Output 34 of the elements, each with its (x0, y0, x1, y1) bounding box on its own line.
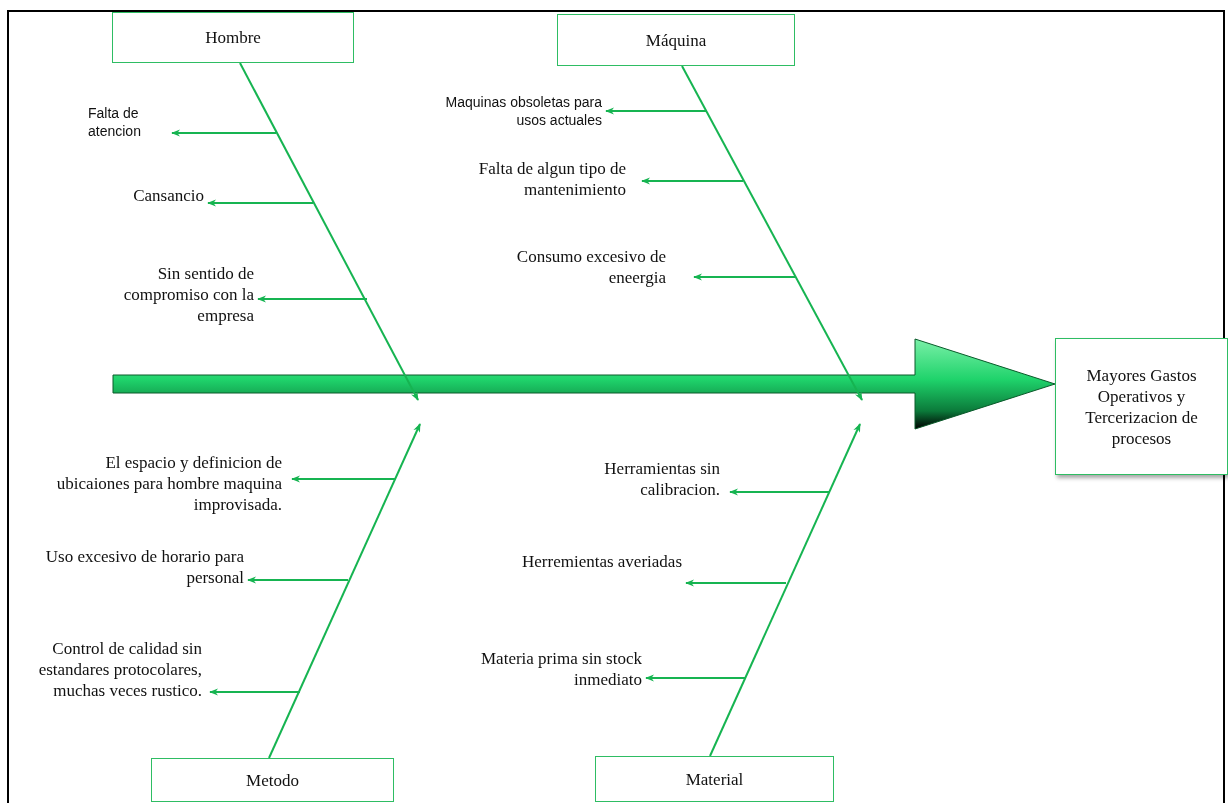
cause-text: Consumo excesivo de eneergia (500, 246, 694, 288)
cause-text: Herremientas averiadas (470, 551, 686, 572)
cause-text: Falta de algun tipo de mantenimiento (436, 158, 642, 200)
cause-text: Uso excesivo de horario para personal (30, 546, 248, 588)
arrow (257, 295, 368, 303)
arrow (641, 177, 744, 185)
arrow (291, 475, 396, 483)
arrow (605, 107, 707, 115)
category-box: Hombre (112, 12, 354, 63)
arrow (207, 199, 314, 207)
cause-text: Maquinas obsoletas para usos actuales (440, 93, 606, 129)
bone-arrow (239, 62, 419, 401)
arrow (645, 674, 746, 682)
arrow (247, 576, 349, 584)
bone-arrow (268, 423, 421, 759)
cause-text: Control de calidad sin estandares protocolares, muchas veces rustico. (8, 638, 210, 701)
cause-text: Materia prima sin stock inmediato (436, 648, 646, 690)
arrow (171, 129, 277, 137)
spine-arrow (112, 338, 1056, 430)
bone-arrow (681, 65, 863, 401)
cause-text: Herramientas sin calibracion. (560, 458, 730, 500)
arrow (685, 579, 787, 587)
arrow (693, 273, 796, 281)
effect-box: Mayores Gastos Operativos y Tercerizacion de procesos (1055, 338, 1228, 475)
cause-text: El espacio y definicion de ubicaiones para hombre maquina improvisada. (40, 452, 292, 515)
arrow (209, 688, 301, 696)
category-box: Máquina (557, 14, 795, 66)
cause-text: Cansancio (104, 185, 208, 206)
cause-text: Falta de atencion (88, 104, 172, 140)
arrow (729, 488, 830, 496)
category-box: Material (595, 756, 834, 802)
cause-text: Sin sentido de compromiso con la empresa (84, 263, 258, 326)
category-box: Metodo (151, 758, 394, 802)
bone-arrow (709, 423, 861, 757)
